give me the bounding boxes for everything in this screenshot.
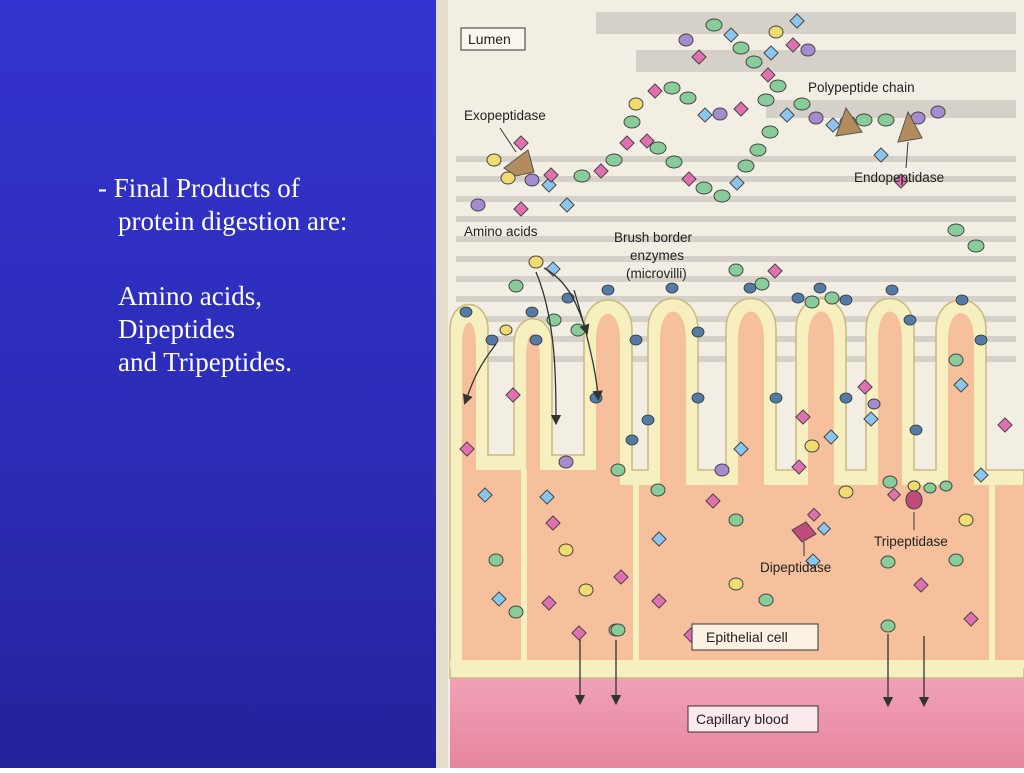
brush-border-label: Brush border: [614, 230, 693, 245]
cell-membranes: [521, 470, 995, 660]
tripeptidase-enzyme: [886, 480, 953, 530]
dipeptidase-label: Dipeptidase: [760, 560, 831, 575]
polypeptide-chain: [623, 13, 946, 203]
bullet-line: - Final Products of: [98, 173, 300, 203]
blood-absorption-arrows: [574, 634, 930, 708]
free-amino-acids-lumen: [470, 147, 985, 293]
lumen-label: Lumen: [468, 31, 511, 47]
peptide-fragment-left: [486, 135, 635, 193]
product-amino-acids: Amino acids,: [118, 281, 262, 311]
slide-text-block: - Final Products of protein digestion ar…: [98, 172, 428, 379]
lumen-label-box: [460, 27, 526, 51]
epithelial-cell-label-box: [691, 623, 819, 651]
amino-acids-near-blood: [571, 619, 896, 641]
exopeptidase-enzyme-shape: [503, 149, 535, 177]
capillary-blood-label-box: [687, 705, 819, 733]
epithelial-cell-label: Epithelial cell: [706, 629, 788, 645]
endopeptidase-pointer: [905, 141, 909, 169]
exopeptidase-pointer: [499, 127, 517, 153]
polypeptide-chain-label: Polypeptide chain: [808, 80, 915, 95]
enzymes-label: enzymes: [630, 248, 684, 263]
brush-border-enzymes: [459, 282, 988, 446]
peptides-at-microvilli: [499, 263, 969, 427]
microvilli-label: (microvilli): [626, 266, 687, 281]
protein-digestion-figure: Lumen: [436, 0, 1024, 768]
endopeptidase-label: Endopeptidase: [854, 170, 944, 185]
capillary-blood-label: Capillary blood: [696, 711, 789, 727]
product-tripeptides: and Tripeptides.: [118, 347, 293, 377]
bullet-line-continued: protein digestion are:: [118, 206, 348, 236]
page-shadow-edge: [436, 0, 448, 768]
exopeptidase-label: Exopeptidase: [464, 108, 546, 123]
tripeptidase-label: Tripeptidase: [874, 534, 948, 549]
basement-membrane: [450, 660, 1024, 668]
product-dipeptides: Dipeptides: [118, 314, 235, 344]
endopeptidase-enzyme-shape-1: [835, 106, 863, 137]
amino-acids-label: Amino acids: [464, 224, 538, 239]
endopeptidase-enzyme-shape-2: [897, 110, 923, 143]
dipeptidase-enzyme: [791, 507, 832, 556]
digestion-diagram: Lumen: [436, 0, 1024, 768]
amino-acids-in-cells: [459, 387, 1013, 643]
absorption-arrows: [462, 267, 603, 426]
